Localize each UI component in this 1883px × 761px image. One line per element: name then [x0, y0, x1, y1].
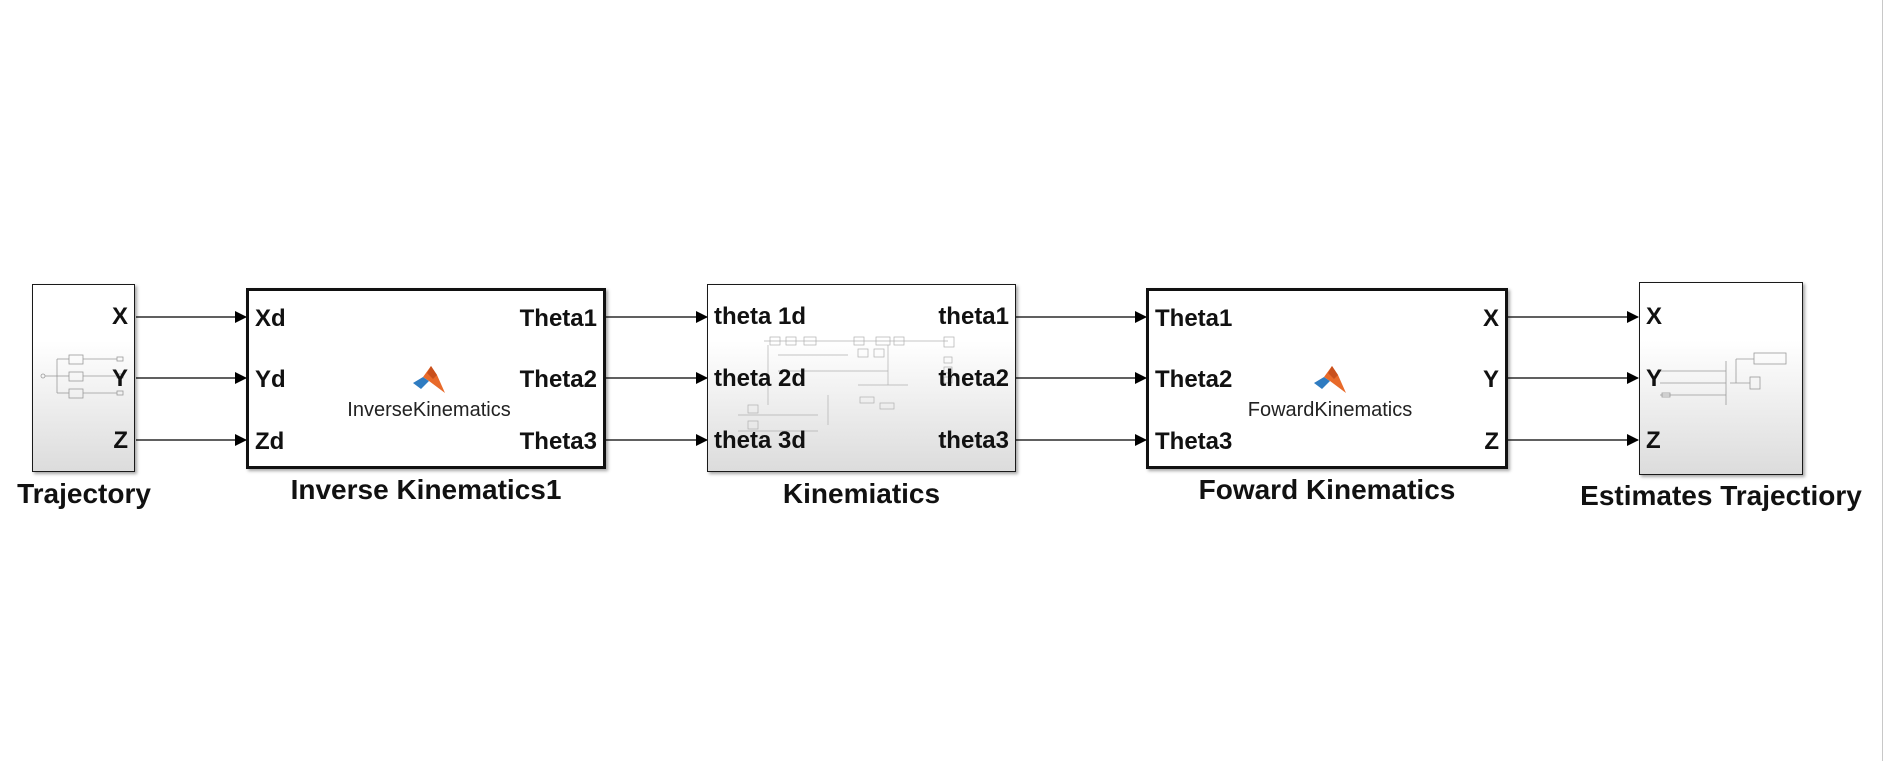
port-out-theta3: theta3 [938, 427, 1009, 454]
port-in-xd: Xd [255, 305, 286, 332]
estimates-preview-thumbnail [1660, 352, 1787, 405]
port-in-y: Y [1646, 365, 1663, 392]
estimates-trajectory-block[interactable]: X Y Z [1639, 282, 1803, 475]
forward-kinematics-label: Foward Kinematics [1198, 474, 1456, 505]
matlab-logo-icon [1314, 366, 1346, 393]
port-out-theta2: theta2 [938, 365, 1009, 392]
port-in-theta3: Theta3 [1155, 428, 1233, 455]
port-in-zd: Zd [255, 428, 285, 455]
forward-kinematics-block[interactable]: Theta1 Theta2 Theta3 X Y Z FowardKinemat… [1146, 288, 1508, 469]
inverse-kinematics-label: Inverse Kinematics1 [290, 474, 562, 505]
port-out-y: Y [111, 365, 128, 392]
kinematics-preview-thumbnail [738, 336, 955, 432]
port-in-x: X [1646, 303, 1663, 330]
port-out-theta2: Theta2 [519, 366, 597, 393]
port-in-theta-3d: theta 3d [714, 427, 807, 454]
matlab-logo-icon [413, 366, 445, 393]
port-out-theta1: theta1 [938, 303, 1009, 330]
port-out-x: X [111, 303, 128, 330]
port-in-theta-2d: theta 2d [714, 365, 807, 392]
port-in-theta2: Theta2 [1155, 366, 1233, 393]
kinematics-label: Kinemiatics [782, 478, 941, 509]
port-out-x: X [1482, 305, 1499, 332]
kinematics-block[interactable]: theta 1d theta 2d theta 3d theta1 theta2… [707, 284, 1016, 472]
trajectory-block[interactable]: X Y Z [32, 284, 135, 472]
port-in-theta-1d: theta 1d [714, 303, 807, 330]
port-out-theta3: Theta3 [519, 428, 597, 455]
inverse-kinematics-function-name: InverseKinematics [347, 399, 511, 421]
port-out-y: Y [1482, 366, 1499, 393]
trajectory-preview-thumbnail [40, 354, 124, 399]
port-out-theta1: Theta1 [519, 305, 597, 332]
forward-kinematics-function-name: FowardKinematics [1247, 399, 1413, 421]
inverse-kinematics-block[interactable]: Xd Yd Zd Theta1 Theta2 Theta3 InverseKin… [246, 288, 606, 469]
trajectory-label: Trajectory [17, 478, 151, 509]
estimates-trajectory-label: Estimates Trajectiory [1580, 480, 1862, 511]
port-in-theta1: Theta1 [1155, 305, 1233, 332]
port-in-yd: Yd [255, 366, 286, 393]
port-in-z: Z [1646, 427, 1661, 454]
port-out-z: Z [113, 427, 128, 454]
port-out-z: Z [1484, 428, 1499, 455]
